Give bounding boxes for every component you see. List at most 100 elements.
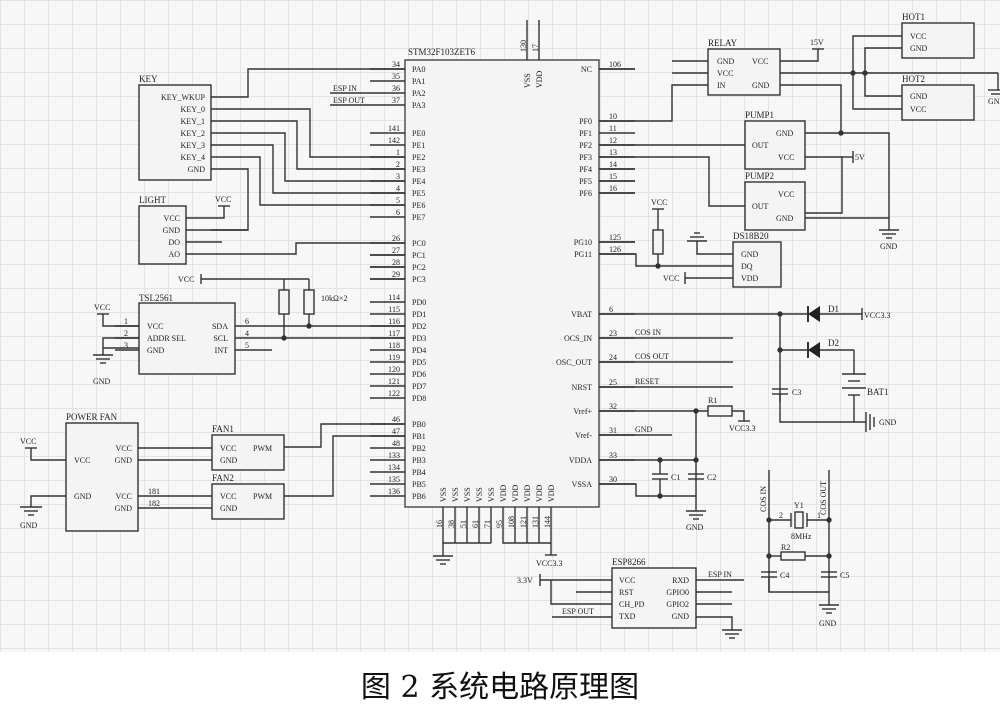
tsl-pin-label: VCC <box>147 322 163 331</box>
crystal-net-in: COS IN <box>759 486 768 512</box>
mcu-pin-number: 30 <box>609 475 617 484</box>
mcu-pin-number: 11 <box>609 124 617 133</box>
mcu-pin-label: PG10 <box>574 238 592 247</box>
fan2-name: FAN2 <box>212 473 234 483</box>
mcu-pin-number: 28 <box>392 258 400 267</box>
mcu-pin-number: 121 <box>519 516 528 528</box>
c1-label: C1 <box>671 473 680 482</box>
vref-circuit: R1 VCC3.3 GND C1 C2 GND <box>599 396 755 532</box>
battery-circuit: D1 VCC3.3 D2 BAT1 C3 GND <box>599 304 897 432</box>
mcu-pin-number: 119 <box>388 353 400 362</box>
net-vref-gnd: GND <box>635 425 653 434</box>
key-body <box>138 84 212 181</box>
mcu-pin-number: 116 <box>388 317 400 326</box>
hot2-module: HOT2 GND VCC GND <box>901 73 1000 121</box>
mcu-pin-label: PB2 <box>412 444 426 453</box>
fan1-module: FAN1 VCC GND PWM <box>211 423 405 471</box>
mcu-pin-label: PE6 <box>412 201 425 210</box>
fan1-pin-vcc: VCC <box>220 444 236 453</box>
ds18b20-pullup-resistor <box>652 229 664 255</box>
mcu-pin-number: 34 <box>392 60 400 69</box>
ds18b20-name: DS18B20 <box>733 231 769 241</box>
fan1-pin-pwm: PWM <box>253 444 272 453</box>
hot1-body <box>901 22 975 59</box>
hot1-name: HOT1 <box>902 12 925 22</box>
mcu-pin-number: 29 <box>392 270 400 279</box>
r2-resistor <box>780 551 806 561</box>
tsl-body <box>138 302 236 375</box>
crystal-circuit: COS IN COS OUT Y1 2 1 8MHz R2 C4 C5 GND <box>759 470 849 628</box>
light-pin-label: GND <box>163 226 181 235</box>
esp-pin-label: GPIO0 <box>666 588 689 597</box>
fan2-pin-vcc: VCC <box>220 492 236 501</box>
esp-pin-label: CH_PD <box>619 600 645 609</box>
power-fan-num-182: 182 <box>148 499 160 508</box>
mcu-pin-label: VBAT <box>571 310 592 319</box>
pullup-resistor-2 <box>303 289 315 315</box>
mcu-pin-number: 13 <box>609 148 617 157</box>
figure-caption: 图 2 系统电路原理图 <box>360 670 640 705</box>
mcu-pin-label: PD8 <box>412 394 426 403</box>
key-pin-label: KEY_WKUP <box>161 93 206 102</box>
mcu-pin-label: PE0 <box>412 129 425 138</box>
mcu-pin-label: PD7 <box>412 382 426 391</box>
mcu-pin-label: VDD <box>523 484 532 502</box>
mcu-power-wiring: VCC3.3 <box>433 20 562 568</box>
mcu-pin-label: PD6 <box>412 370 426 379</box>
r1-label: R1 <box>708 396 717 405</box>
mcu-pin-number: 38 <box>447 520 456 528</box>
mcu-pin-number: 108 <box>507 516 516 528</box>
mcu-pin-label: PE3 <box>412 165 425 174</box>
mcu-pin-number: 106 <box>609 60 621 69</box>
mcu-pin-number: 4 <box>396 184 400 193</box>
pump1-module: PUMP1 GND OUT VCC 5V <box>599 110 890 230</box>
mcu-bottom-pins: VSS16VSS38VSS51VSS61VSS71VDD95VDD108VDD1… <box>435 484 556 528</box>
key-pin-label: KEY_1 <box>181 117 205 126</box>
power-fan-pin-label: VCC <box>74 456 90 465</box>
mcu-body <box>404 59 600 508</box>
mcu-pin-label: PG11 <box>574 250 592 259</box>
r1-resistor <box>707 405 733 417</box>
mcu-pin-label: VSS <box>439 487 448 502</box>
mcu-pin-label: PD5 <box>412 358 426 367</box>
net-cos-in: COS IN <box>635 328 661 337</box>
mcu-pin-number: 144 <box>543 516 552 528</box>
bat-gnd-label: GND <box>879 418 897 427</box>
tsl-pin-number: 3 <box>124 341 128 350</box>
vcc33-label: VCC3.3 <box>536 559 562 568</box>
y1-crystal-icon <box>794 511 804 529</box>
mcu-pin-number: 142 <box>388 136 400 145</box>
relay-15v-label: 15V <box>810 38 824 47</box>
mcu-pin-number: 15 <box>609 172 617 181</box>
mcu-pin-number: 12 <box>609 136 617 145</box>
mcu-pin-number: 14 <box>609 160 617 169</box>
bat1-label: BAT1 <box>867 387 889 397</box>
pump2-body <box>744 181 806 231</box>
esp-net-tx: ESP OUT <box>562 607 594 616</box>
mcu-pin-number: 125 <box>609 233 621 242</box>
c2-label: C2 <box>707 473 716 482</box>
esp-pin-label: VCC <box>619 576 635 585</box>
pump-gnd-label: GND <box>880 242 898 251</box>
pump2-pin-gnd: GND <box>776 214 794 223</box>
net-cos-out: COS OUT <box>635 352 669 361</box>
mcu-pin-number: 27 <box>392 246 400 255</box>
light-pin-label: DO <box>168 238 180 247</box>
mcu-pin-number: 71 <box>483 520 492 528</box>
diode-d1-icon <box>808 306 820 322</box>
mcu-pin-label: PF5 <box>579 177 592 186</box>
tsl-pin-label: SDA <box>212 322 228 331</box>
hot2-body <box>901 84 975 121</box>
ds18b20-vcc-label: VCC <box>663 274 679 283</box>
mcu-pin-number: 117 <box>388 329 400 338</box>
tsl-pin-number: 4 <box>245 329 249 338</box>
mcu-pin-label: VSS <box>451 487 460 502</box>
pump2-pin-vcc: VCC <box>778 190 794 199</box>
mcu-pin-label: NRST <box>572 383 593 392</box>
mcu-pin-number: 6 <box>609 305 613 314</box>
esp-3v3-label: 3.3V <box>517 576 533 585</box>
